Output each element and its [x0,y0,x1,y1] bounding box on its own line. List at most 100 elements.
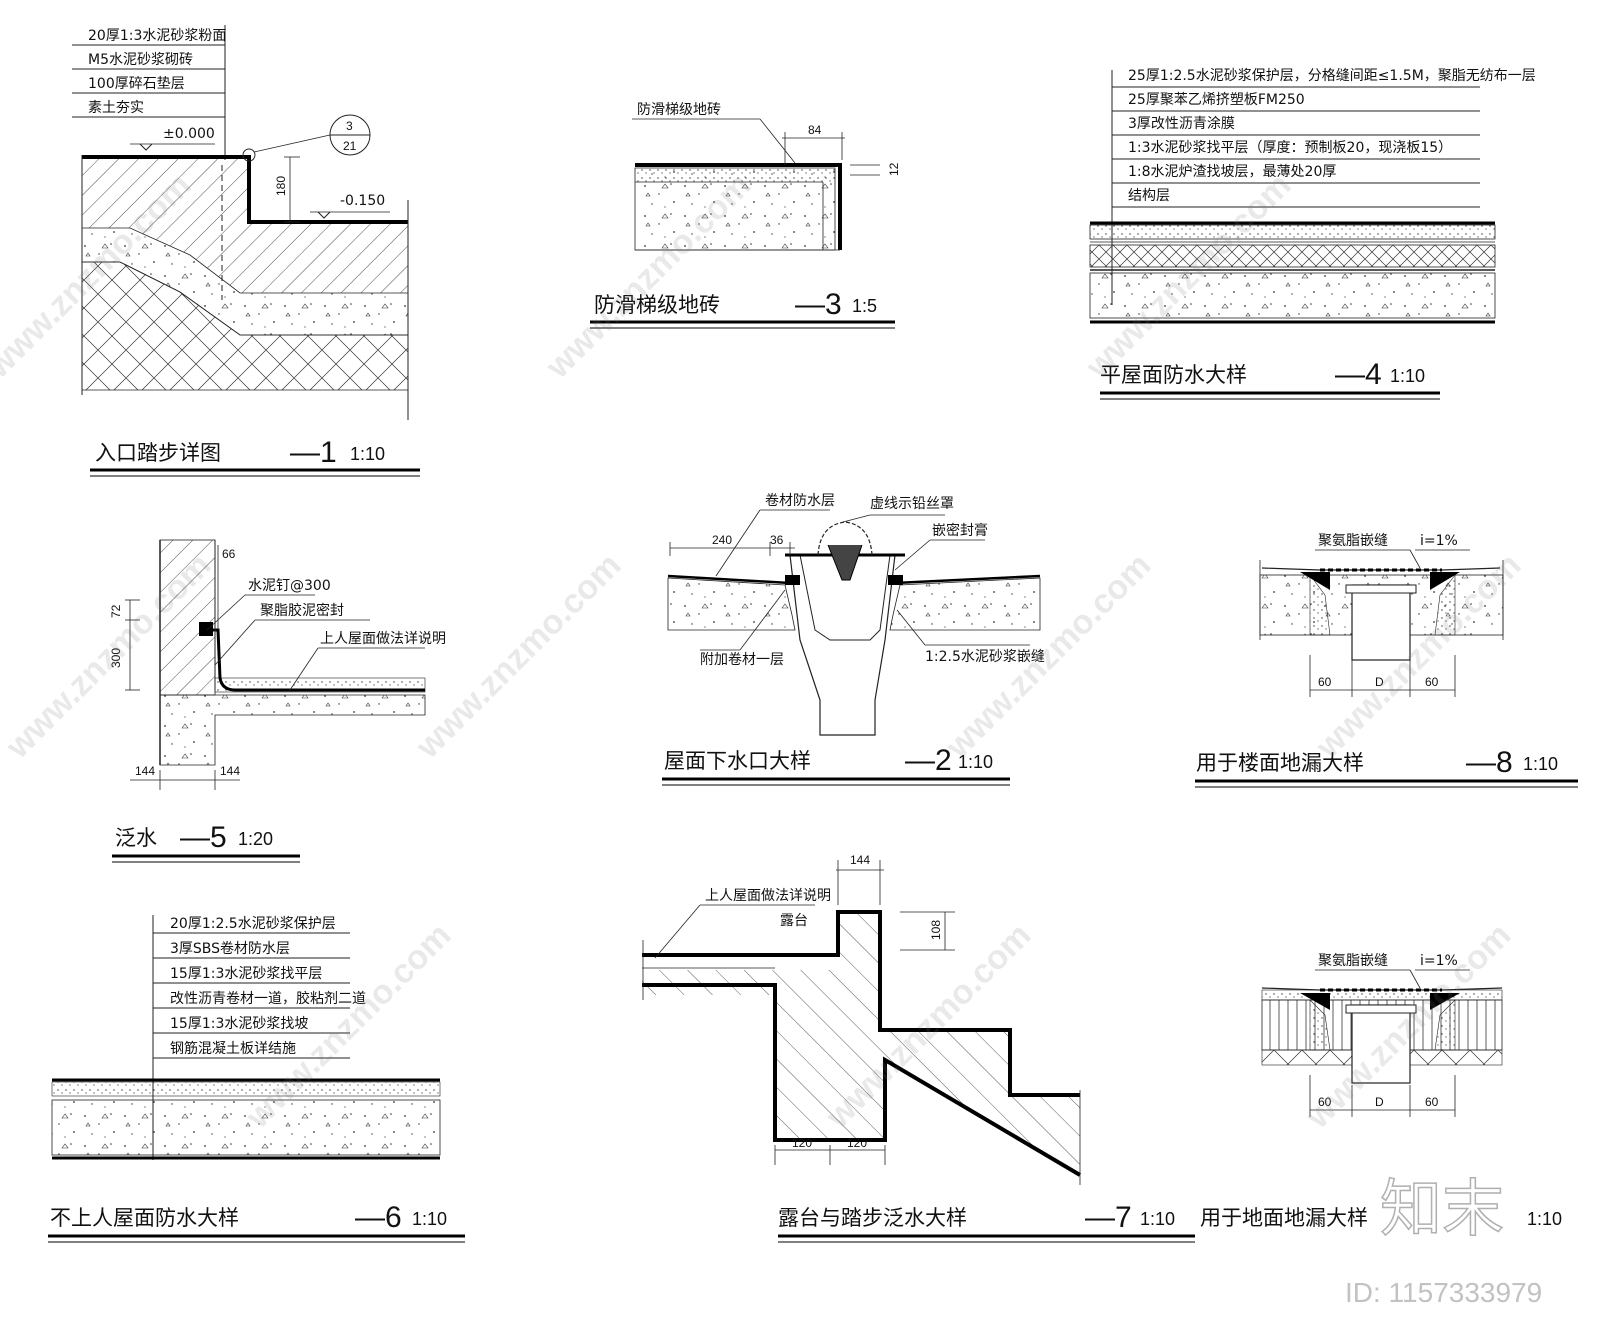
detail-5-slab [159,694,426,766]
detail-1-ref-top: 3 [346,119,353,133]
detail-4-flat-roof: 25厚1:2.5水泥砂浆保护层，分格缝间距≤1.5M，聚脂无纺布一层 25厚聚苯… [1089,68,1536,400]
detail-5-dim-144a: 144 [135,764,155,778]
detail-3-tile-line [635,163,842,250]
detail-7-number: —7 [1085,1201,1132,1234]
detail-1-layer-table [72,25,226,160]
detail-1-layer-4: 素土夯实 [88,100,144,116]
detail-3-title: 防滑梯级地砖 [594,293,720,317]
detail-1-finish-line [82,155,408,224]
detail-2-label-additional: 附加卷材一层 [700,652,784,668]
detail-2-title: 屋面下水口大样 [664,749,811,773]
detail-7-dim-108: 108 [929,920,943,940]
detail-9-drain-body [1351,1004,1411,1084]
detail-6-non-access-roof: 20厚1:2.5水泥砂浆保护层 3厚SBS卷材防水层 15厚1:3水泥砂浆找平层… [48,915,465,1243]
detail-8-drain-body [1351,584,1411,661]
detail-4-slope-layer [1089,272,1496,319]
detail-5-dim-66: 66 [222,547,236,561]
detail-5-dim-72: 72 [109,604,123,618]
detail-8-scale: 1:10 [1523,754,1558,774]
detail-7-section [642,912,1080,1175]
detail-9-title: 用于地面地漏大样 [1200,1206,1368,1230]
detail-5-label-roof: 上人屋面做法详说明 [320,631,446,647]
detail-5-dim-144b: 144 [220,764,240,778]
detail-7-dim-120b: 120 [847,1136,867,1150]
detail-2-left-slab [667,577,796,631]
detail-3-dim [782,132,880,176]
detail-6-layer-3: 15厚1:3水泥砂浆找平层 [170,966,322,982]
detail-4-layer-6: 结构层 [1128,188,1170,204]
detail-4-layer-1: 25厚1:2.5水泥砂浆保护层，分格缝间距≤1.5M，聚脂无纺布一层 [1128,68,1536,84]
detail-6-scale: 1:10 [412,1209,447,1229]
detail-6-layer-4: 改性沥青卷材一道，胶粘剂二道 [170,990,366,1007]
detail-9-label-seam: 聚氨脂嵌缝 [1318,953,1388,969]
detail-6-layer-5: 15厚1:3水泥砂浆找坡 [170,1016,308,1032]
detail-8-dim-right: 60 [1425,675,1439,689]
detail-6-title: 不上人屋面防水大样 [50,1206,239,1230]
detail-1-number: —1 [290,436,337,469]
detail-1-dimension [284,156,300,223]
detail-6-layer-6: 钢筋混凝土板详结施 [170,1040,296,1057]
watermark-logo: 知末 [1380,1172,1504,1245]
detail-1-dim-step: 180 [274,176,288,196]
detail-4-scale: 1:10 [1390,366,1425,386]
detail-2-outlet-pipe [789,554,896,736]
detail-3-label: 防滑梯级地砖 [637,101,721,118]
detail-1-layer-3: 100厚碎石垫层 [88,76,185,92]
detail-6-layer-1: 20厚1:2.5水泥砂浆保护层 [170,916,336,932]
detail-5-scale: 1:20 [238,829,273,849]
detail-1-entrance-step: 20厚1:3水泥砂浆粉面 M5水泥砂浆砌砖 100厚碎石垫层 素土夯实 ±0.0… [72,25,420,477]
detail-1-ref-bottom: 21 [343,139,357,153]
detail-7-label-terrace: 露台 [780,913,808,929]
watermark-text-5: www.znzmo.com [408,546,628,766]
detail-4-layer-2: 25厚聚苯乙烯挤塑板FM250 [1128,91,1305,108]
detail-1-level-lower-text: -0.150 [340,193,385,209]
detail-2-number: —2 [905,744,952,777]
detail-4-number: —4 [1335,358,1382,391]
detail-8-title: 用于楼面地漏大样 [1196,751,1364,775]
detail-2-dim-36: 36 [770,533,784,547]
detail-2-dim-240: 240 [712,533,732,547]
detail-6-slab [51,1099,441,1156]
detail-8-label-slope: i=1% [1420,533,1458,549]
watermark-id: ID: 1157333979 [1345,1277,1542,1308]
detail-9-label-slope: i=1% [1420,953,1458,969]
detail-3-number: —3 [795,288,842,321]
detail-5-flashing: 水泥钉@300 聚脂胶泥密封 上人屋面做法详说明 66 72 300 144 1… [109,539,446,863]
detail-7-scale: 1:10 [1140,1209,1175,1229]
detail-2-label-cover: 虚线示铅丝罩 [870,496,954,512]
detail-8-dim-mid: D [1375,675,1384,689]
detail-9-scale: 1:10 [1527,1209,1562,1229]
detail-7-label-roof: 上人屋面做法详说明 [705,888,831,904]
detail-1-layer-1: 20厚1:3水泥砂浆粉面 [88,28,226,44]
detail-1-scale: 1:10 [350,444,385,464]
detail-6-layer-2: 3厚SBS卷材防水层 [170,941,290,957]
detail-5-membrane [210,628,425,692]
detail-1-upper-step-hatch [82,158,408,293]
detail-2-label-membrane: 卷材防水层 [765,493,835,509]
detail-2-label-mortar: 1:2.5水泥砂浆嵌缝 [925,649,1045,665]
detail-1-layer-2: M5水泥砂浆砌砖 [88,52,193,68]
detail-9-dim-left: 60 [1318,1095,1332,1109]
detail-4-insulation-layer [1089,244,1496,268]
detail-1-level-upper: ±0.000 [130,126,215,151]
detail-8-number: —8 [1466,746,1513,779]
detail-4-layer-5: 1:8水泥炉渣找坡层，最薄处20厚 [1128,164,1336,180]
detail-3-scale: 1:5 [852,296,877,316]
detail-8-floor-drain: 聚氨脂嵌缝 i=1% 60 D 60 用于楼面地漏大样 —8 1:10 [1195,533,1578,788]
detail-1-title: 入口踏步详图 [95,441,221,465]
detail-4-title: 平屋面防水大样 [1100,363,1247,387]
detail-4-layer-4: 1:3水泥砂浆找平层（厚度：预制板20，现浇板15） [1128,140,1452,156]
detail-5-label-seal: 聚脂胶泥密封 [260,602,344,619]
detail-5-dim-300: 300 [109,648,123,668]
detail-4-protect-layer [1089,224,1496,240]
detail-2-wire-cover [817,521,873,556]
detail-6-number: —6 [355,1201,402,1234]
detail-1-level-upper-text: ±0.000 [163,126,215,142]
detail-2-roof-drain: 卷材防水层 虚线示铅丝罩 嵌密封膏 附加卷材一层 1:2.5水泥砂浆嵌缝 240… [662,493,1045,786]
detail-5-title: 泛水 [115,826,157,850]
detail-2-right-slab [889,577,1041,631]
detail-2-label-sealant: 嵌密封膏 [932,522,988,539]
detail-9-ground-drain: 聚氨脂嵌缝 i=1% 60 D 60 用于地面地漏大样 1:10 [1200,953,1562,1230]
detail-1-level-lower: -0.150 [310,193,390,219]
